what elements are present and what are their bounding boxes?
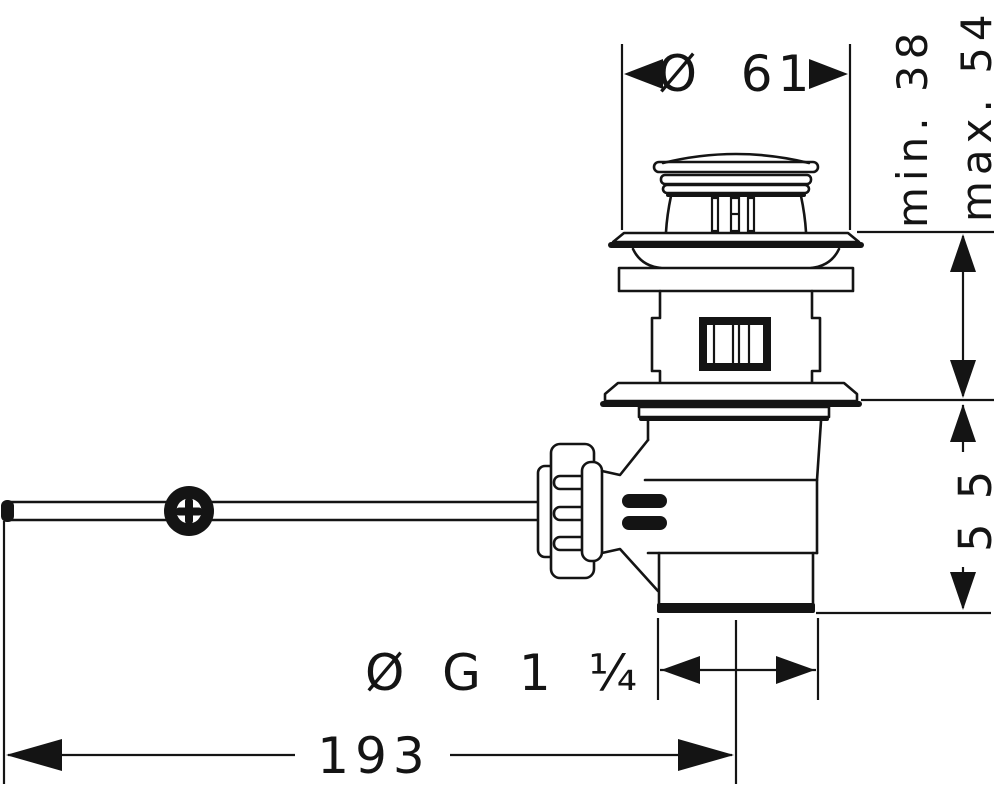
popup-cap bbox=[652, 152, 820, 234]
label-body-height: 55 bbox=[949, 447, 996, 552]
lever-rod bbox=[1, 500, 548, 522]
tailpiece bbox=[657, 551, 815, 613]
dimension-top-diameter: Ø 61 bbox=[620, 44, 852, 230]
dimension-body-height: 55 bbox=[816, 404, 996, 615]
ball-joint bbox=[164, 486, 214, 536]
label-lever-length: 193 bbox=[317, 727, 430, 785]
dimension-depth-range: min. 38 max. 54 bbox=[857, 8, 996, 402]
collar-band bbox=[617, 266, 855, 293]
lower-flange bbox=[600, 381, 862, 421]
label-thread: Ø G 1 ¼ bbox=[365, 644, 648, 702]
label-top-diameter: Ø 61 bbox=[658, 45, 815, 103]
label-depth-min: min. 38 bbox=[888, 27, 937, 228]
dimension-lever-length: 193 bbox=[2, 521, 738, 785]
body-lower bbox=[643, 419, 823, 555]
coupling-nut bbox=[536, 442, 604, 580]
body-upper bbox=[650, 289, 822, 385]
overflow-grille bbox=[699, 317, 771, 371]
dimension-thread: Ø G 1 ¼ bbox=[365, 618, 820, 702]
label-depth-max: max. 54 bbox=[952, 8, 996, 222]
side-port bbox=[600, 438, 667, 593]
top-flange bbox=[608, 231, 864, 270]
